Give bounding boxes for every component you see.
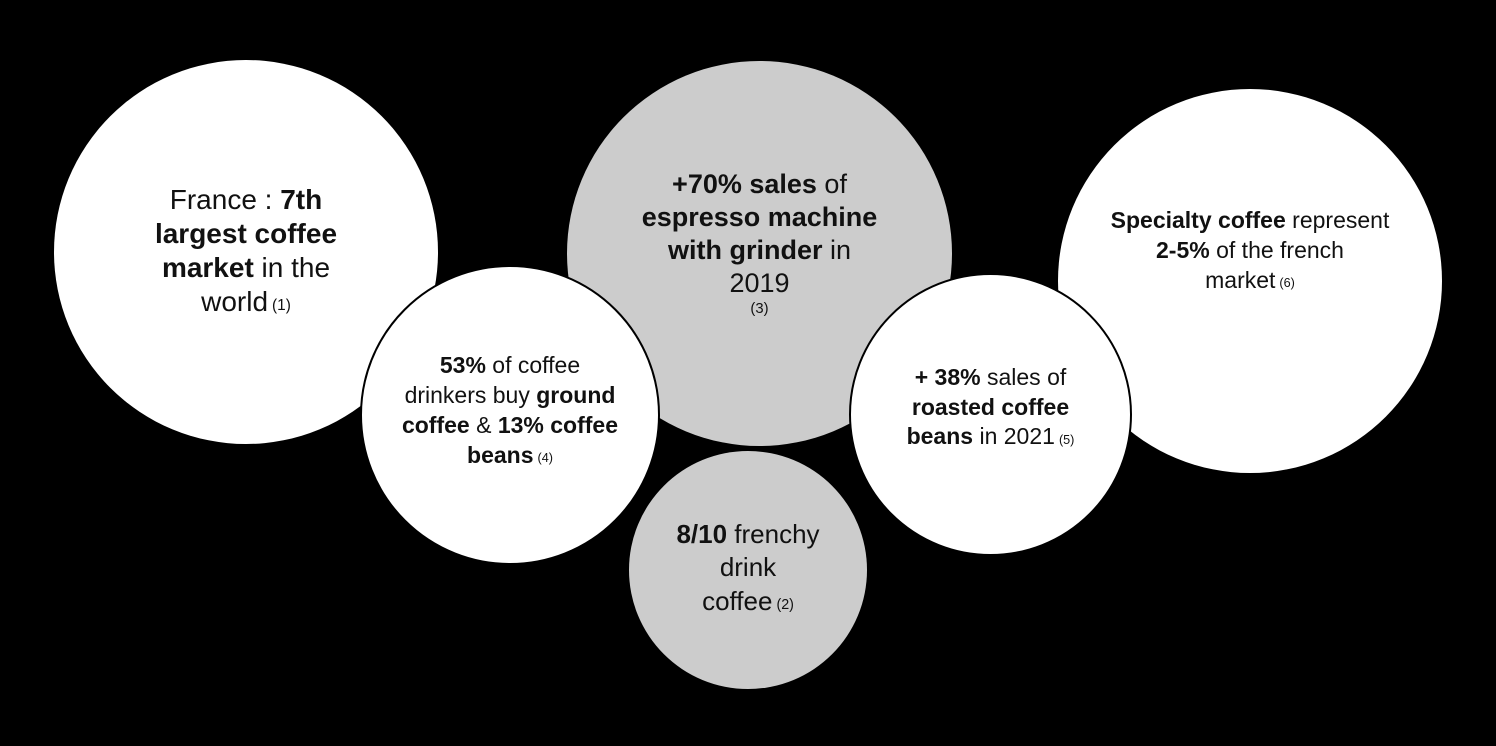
espresso-sales-ref: (3) — [750, 301, 769, 318]
bubble-coffee-drinkers-text: 8/10 frenchy drink coffee(2) — [673, 518, 823, 617]
specialty-share-highlight: 2-5% — [1156, 237, 1210, 264]
specialty-market: of the french market — [1205, 237, 1344, 293]
drinkers-text: frenchy drink coffee — [702, 519, 820, 616]
ground-coffee-ref: (4) — [537, 451, 553, 466]
specialty-ref: (6) — [1279, 276, 1295, 291]
espresso-sales-highlight: +70% sales — [672, 168, 817, 199]
drinkers-ref: (2) — [776, 596, 794, 613]
ground-ampersand: & — [469, 412, 498, 438]
france-rank-highlight: 7th largest coffee market — [154, 183, 338, 283]
roasted-beans-ref: (5) — [1058, 432, 1075, 447]
bubble-roasted-beans: + 38% sales of roasted coffee beans in 2… — [849, 273, 1132, 556]
espresso-machine-highlight: espresso machine with grinder — [641, 201, 878, 265]
bubble-roasted-beans-text: + 38% sales of roasted coffee beans in 2… — [891, 363, 1091, 453]
drinkers-ratio-highlight: 8/10 — [676, 519, 728, 550]
france-rank-prefix: France : — [169, 183, 281, 215]
ground-share-highlight: 53% — [439, 352, 486, 379]
roasted-growth-highlight: + 38% — [914, 363, 981, 390]
specialty-connector: represent — [1285, 207, 1390, 234]
bubble-specialty-coffee-text: Specialty coffee represent 2-5% of the f… — [1110, 206, 1390, 296]
france-rank-ref: (1) — [272, 297, 291, 315]
roasted-connector: sales of — [980, 363, 1067, 390]
bubble-espresso-sales-text: +70% sales of espresso machine with grin… — [635, 168, 885, 320]
ground-coffee-highlight: ground coffee — [401, 382, 616, 438]
espresso-sales-connector: of — [816, 168, 847, 199]
espresso-sales-year: in 2019 — [729, 234, 852, 298]
specialty-coffee-highlight: Specialty coffee — [1110, 207, 1286, 234]
beans-share-highlight: 13% coffee beans — [467, 412, 619, 468]
bubble-france-rank: France : 7th largest coffee market in th… — [54, 60, 438, 444]
bubble-france-rank-text: France : 7th largest coffee market in th… — [121, 183, 371, 320]
bubble-coffee-drinkers: 8/10 frenchy drink coffee(2) — [629, 451, 867, 689]
bubble-ground-coffee: 53% of coffee drinkers buy ground coffee… — [360, 265, 660, 565]
roasted-year: in 2021 — [973, 423, 1055, 450]
bubble-ground-coffee-text: 53% of coffee drinkers buy ground coffee… — [400, 351, 620, 471]
roasted-beans-highlight: roasted coffee beans — [906, 393, 1070, 450]
ground-connector: of coffee drinkers buy — [404, 352, 581, 409]
france-rank-suffix: in the world — [201, 252, 331, 318]
